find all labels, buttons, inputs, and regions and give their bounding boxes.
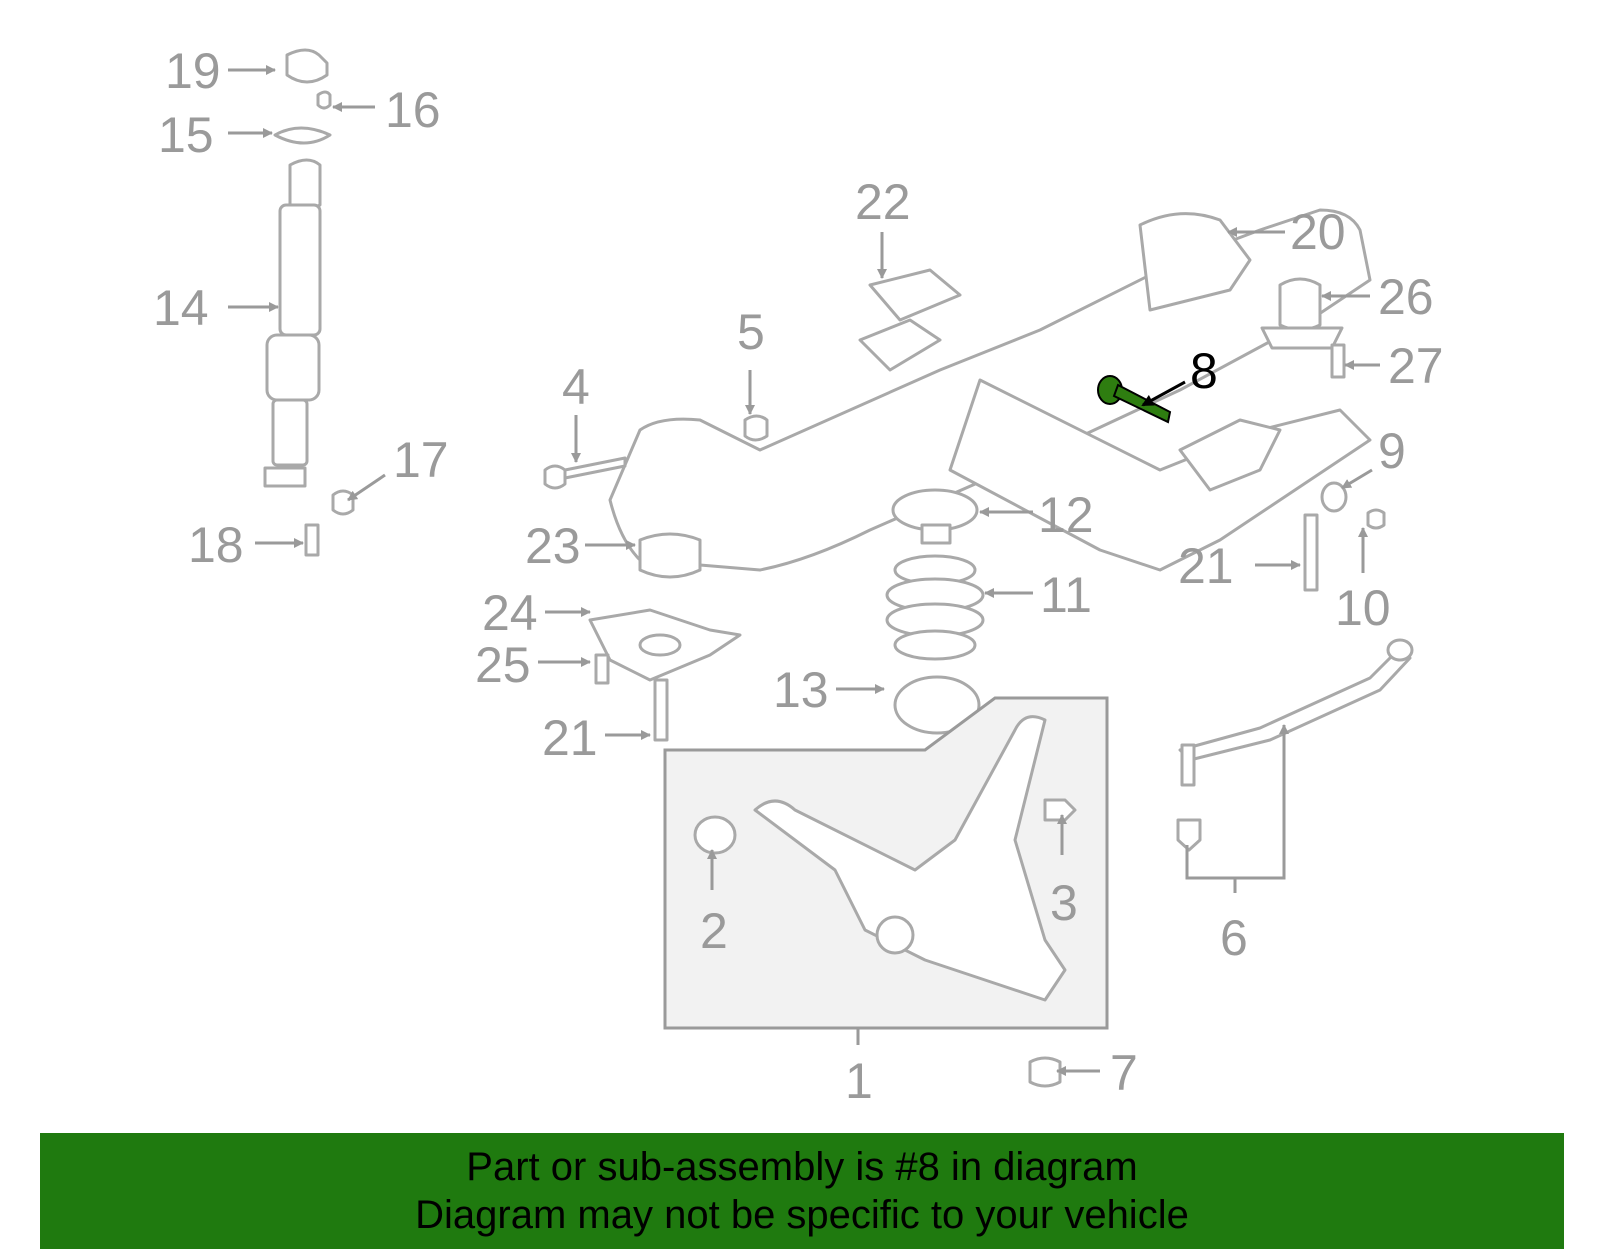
callout-25: 25 xyxy=(475,637,531,693)
callout-27: 27 xyxy=(1388,338,1444,394)
control-arm-box xyxy=(663,696,1109,1030)
callout-21-right: 21 xyxy=(1178,538,1234,594)
bushing-7 xyxy=(1028,1056,1062,1088)
callout-18: 18 xyxy=(188,517,244,573)
callout-10: 10 xyxy=(1335,580,1391,636)
callout-9: 9 xyxy=(1378,423,1406,479)
skid-plate xyxy=(868,268,962,322)
callout-19: 19 xyxy=(165,43,221,99)
callout-14: 14 xyxy=(153,280,209,336)
spring-assembly xyxy=(885,488,985,735)
callout-17: 17 xyxy=(393,432,449,488)
shock-absorber xyxy=(263,48,355,557)
callout-8: 8 xyxy=(1190,343,1218,399)
callout-3: 3 xyxy=(1050,875,1078,931)
leader-lines xyxy=(228,65,1380,1076)
callout-23: 23 xyxy=(525,518,581,574)
callout-21-left: 21 xyxy=(542,710,598,766)
mount-assembly-right xyxy=(1260,277,1386,592)
banner-line-2: Diagram may not be specific to your vehi… xyxy=(415,1193,1189,1237)
nut-5 xyxy=(743,414,769,442)
callout-4: 4 xyxy=(562,359,590,415)
parts-diagram: 19 16 15 14 17 18 4 5 22 20 26 27 8 9 10… xyxy=(153,43,1444,1109)
callout-11: 11 xyxy=(1040,567,1092,623)
callout-5: 5 xyxy=(737,304,765,360)
callout-20: 20 xyxy=(1290,204,1346,260)
crossmember xyxy=(608,208,1372,572)
callout-12: 12 xyxy=(1038,487,1094,543)
bolt-4 xyxy=(543,456,627,490)
callout-26: 26 xyxy=(1378,269,1434,325)
callout-15: 15 xyxy=(158,107,214,163)
tie-rod xyxy=(1176,638,1414,852)
callout-22: 22 xyxy=(855,174,911,230)
callout-1: 1 xyxy=(845,1053,873,1109)
mount-assembly-left xyxy=(588,532,742,742)
callout-6: 6 xyxy=(1220,910,1248,966)
callout-13: 13 xyxy=(773,662,829,718)
callout-16: 16 xyxy=(385,82,441,138)
callout-2: 2 xyxy=(700,903,728,959)
callout-7: 7 xyxy=(1110,1045,1138,1101)
banner-line-1: Part or sub-assembly is #8 in diagram xyxy=(466,1145,1138,1189)
info-banner: Part or sub-assembly is #8 in diagram Di… xyxy=(40,1133,1564,1249)
callout-24: 24 xyxy=(482,585,538,641)
